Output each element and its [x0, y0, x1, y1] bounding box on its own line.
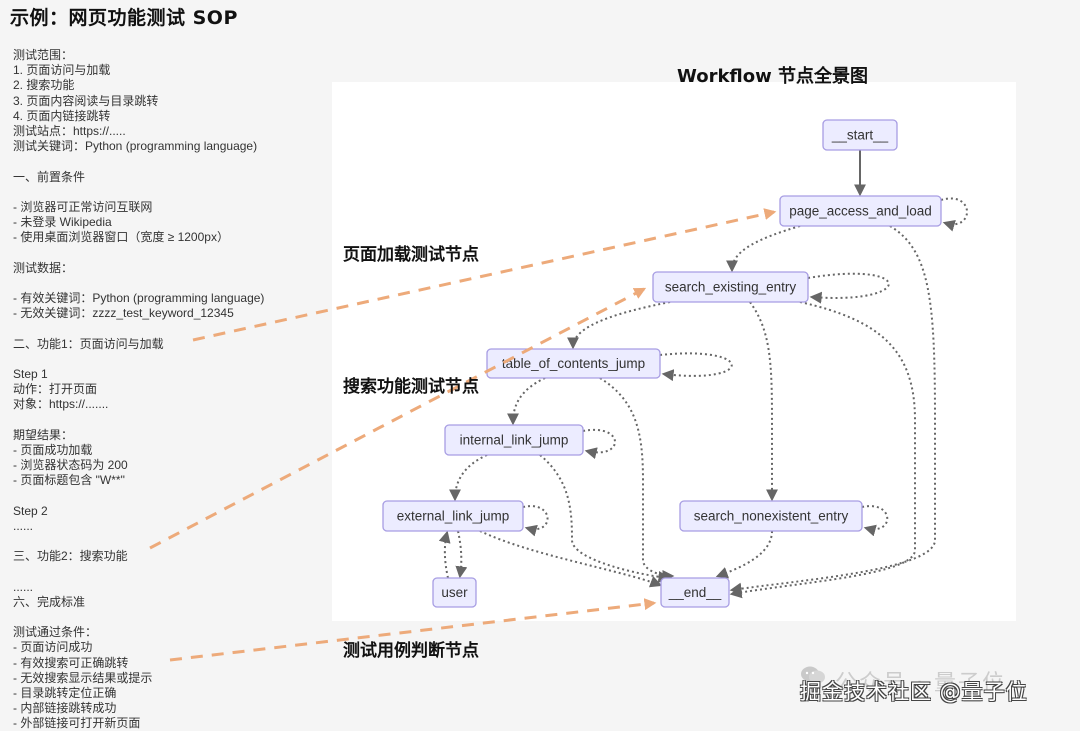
sop-line: 2. 搜索功能	[13, 78, 75, 93]
sop-line: 三、功能2：搜索功能	[13, 549, 128, 564]
sop-line: - 页面成功加载	[13, 442, 93, 457]
edge-external-to-user	[455, 530, 468, 579]
node-page-access-and-load[interactable]: page_access_and_load	[779, 195, 942, 227]
sop-line: 动作：打开页面	[13, 382, 98, 397]
wechat-icon	[801, 666, 825, 684]
sop-line: 一、前置条件	[13, 169, 86, 184]
sop-line: 测试范围：	[13, 48, 74, 62]
watermark-back: 公众号 · 量子位	[835, 671, 1006, 696]
node-label: user	[441, 585, 468, 600]
edge-page-access-to-search-existing	[726, 225, 801, 273]
node-end[interactable]: __end__	[660, 577, 730, 608]
sop-line: Step 1	[13, 366, 48, 381]
sop-line: - 内部链接跳转成功	[13, 701, 117, 716]
sop-line: - 使用桌面浏览器窗口（宽度 ≥ 1200px）	[13, 230, 229, 245]
edge-toc-to-end	[599, 377, 675, 582]
edges	[438, 150, 968, 599]
watermark-front: 掘金技术社区 @量子位	[800, 680, 1028, 704]
sop-line: 对象：https://.......	[13, 397, 109, 412]
edge-internal-to-end	[539, 454, 671, 583]
page-title: 示例：网页功能测试 SOP	[10, 7, 238, 29]
edge-external-self-loop	[522, 505, 549, 537]
sop-line: - 目录跳转定位正确	[13, 685, 117, 700]
node-external-link-jump[interactable]: external_link_jump	[382, 500, 524, 532]
annotation-arrow-search	[149, 287, 647, 550]
annotation-arrow-judge	[169, 598, 657, 662]
edge-internal-to-external	[449, 454, 488, 502]
edge-search-existing-to-toc	[567, 301, 671, 350]
edge-user-to-external	[438, 530, 451, 579]
node-label: table_of_contents_jump	[502, 356, 645, 371]
sop-line: 3. 页面内容阅读与目录跳转	[13, 93, 159, 108]
edge-internal-self-loop	[582, 428, 616, 460]
edge-toc-to-internal	[507, 377, 546, 426]
sop-line: - 无效搜索显示结果或提示	[13, 670, 153, 685]
edge-external-to-end	[479, 530, 663, 588]
node-search-nonexistent-entry[interactable]: search_nonexistent_entry	[679, 500, 863, 532]
sop-line: - 浏览器状态码为 200	[13, 458, 128, 473]
node-search-existing-entry[interactable]: search_existing_entry	[652, 271, 809, 303]
node-table-of-contents-jump[interactable]: table_of_contents_jump	[486, 348, 661, 379]
sop-line: 六、完成标准	[13, 594, 86, 609]
sop-line: 测试数据：	[13, 260, 74, 275]
sop-line: 测试站点：https://.....	[13, 123, 126, 138]
sop-line: - 未登录 Wikipedia	[13, 215, 112, 230]
callout-search: 搜索功能测试节点	[343, 377, 479, 397]
sop-line: 测试关键词：Python (programming language)	[13, 139, 258, 154]
node-start[interactable]: __start__	[822, 119, 898, 151]
node-internal-link-jump[interactable]: internal_link_jump	[444, 424, 584, 456]
edge-search-existing-to-nonexistent	[749, 301, 778, 502]
sop-line: - 页面访问成功	[13, 640, 93, 655]
edge-page-access-to-end	[729, 225, 936, 595]
sop-line: ......	[13, 579, 34, 594]
sop-line: - 无效关键词：zzzz_test_keyword_12345	[13, 306, 234, 321]
sop-line: 1. 页面访问与加载	[13, 63, 111, 78]
node-user[interactable]: user	[432, 577, 477, 608]
sop-line: - 有效关键词：Python (programming language)	[13, 291, 265, 305]
edge-nonexistent-self-loop	[861, 505, 889, 537]
edge-search-existing-self-loop	[807, 272, 890, 304]
node-label: __end__	[668, 585, 722, 600]
sop-line: Step 2	[13, 503, 48, 518]
edge-nonexistent-to-end	[715, 530, 773, 579]
node-label: __start__	[831, 128, 889, 143]
sop-line: 4. 页面内链接跳转	[13, 108, 111, 123]
edge-page-access-self-loop	[940, 197, 968, 232]
workflow-title: Workflow 节点全景图	[677, 66, 869, 87]
sop-line: - 有效搜索可正确跳转	[13, 655, 129, 670]
edge-search-existing-to-end	[729, 301, 916, 599]
sop-line: 期望结果：	[13, 427, 74, 442]
node-label: external_link_jump	[397, 509, 510, 524]
node-label: page_access_and_load	[789, 204, 932, 219]
node-label: search_nonexistent_entry	[694, 509, 849, 524]
sop-line: 测试通过条件：	[13, 625, 98, 640]
edge-toc-self-loop	[659, 352, 733, 382]
callout-judge: 测试用例判断节点	[343, 641, 479, 661]
node-label: internal_link_jump	[460, 433, 569, 448]
sop-line: 二、功能1：页面访问与加载	[13, 336, 164, 351]
sop-line: - 页面标题包含 "W**"	[13, 473, 125, 488]
callout-page-load: 页面加载测试节点	[343, 245, 479, 265]
sop-line: - 浏览器可正常访问互联网	[13, 199, 153, 214]
annotation-arrow-page-load	[192, 208, 777, 342]
sop-line: ......	[13, 518, 34, 533]
node-label: search_existing_entry	[665, 280, 797, 295]
